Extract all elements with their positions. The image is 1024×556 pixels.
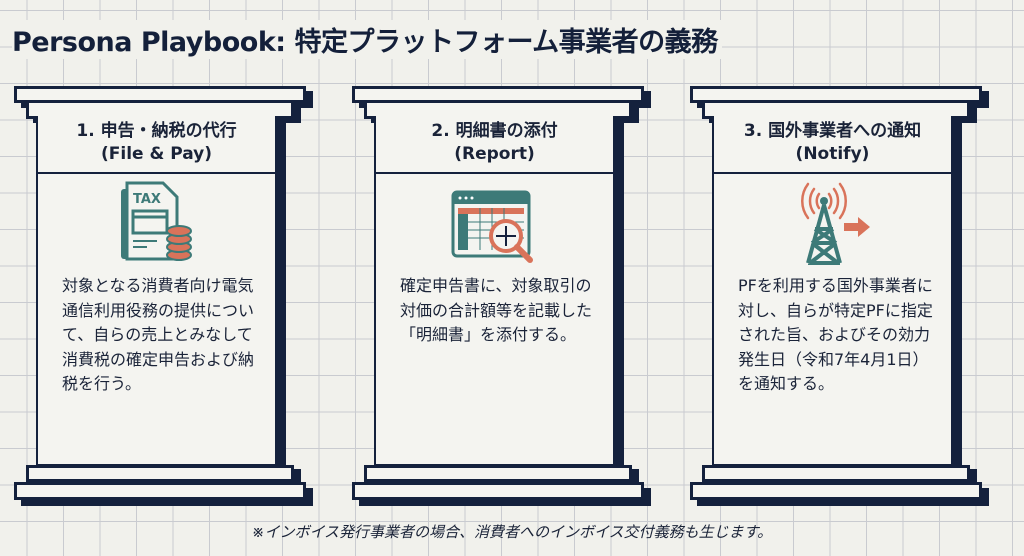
pillar-subtitle: (Notify) [795, 144, 870, 164]
pillar-shaft: 1. 申告・納税の代行 (File & Pay) TAX 対象となる消費者向け電… [36, 116, 286, 466]
pillar-description: 対象となる消費者向け電気通信利用役務の提供について、自らの売上とみなして消費税の… [62, 276, 255, 393]
footnote: ※インボイス発行事業者の場合、消費者へのインボイス交付義務も生じます。 [251, 523, 773, 541]
page-title: Persona Playbook: 特定プラットフォーム事業者の義務 [12, 20, 722, 59]
pillar-description: PFを利用する国外事業者に対し、自らが特定PFに指定された旨、およびその効力発生… [738, 276, 933, 393]
pillar-shaft: 2. 明細書の添付 (Report) 確定申告書に、対象取引の対価の合計額等を記… [374, 116, 624, 466]
pillar-base-upper [26, 465, 294, 482]
pillar-shaft: 3. 国外事業者への通知 (Notify) PFを利用する国外事業者に対し、自ら… [712, 116, 962, 466]
pillar-description: 確定申告書に、対象取引の対価の合計額等を記載した「明細書」を添付する。 [400, 276, 593, 344]
pillar-heading: 1. 申告・納税の代行 (File & Pay) [38, 116, 275, 174]
pillar-notify: 3. 国外事業者への通知 (Notify) PFを利用する国外事業者に対し、自ら… [690, 86, 990, 506]
pillar-base-lower [352, 482, 644, 500]
pillar-base-lower [690, 482, 982, 500]
tax-label: TAX [133, 192, 161, 207]
tax-document-coins-icon: TAX [38, 174, 275, 274]
pillar-cap [352, 86, 644, 103]
pillar-base-lower [14, 482, 306, 500]
pillar-cap [690, 86, 982, 103]
pillar-subtitle: (Report) [454, 144, 535, 164]
pillar-title: 1. 申告・納税の代行 [76, 121, 237, 141]
pillar-title: 3. 国外事業者への通知 [743, 121, 922, 141]
pillar-heading: 3. 国外事業者への通知 (Notify) [714, 116, 951, 174]
pillar-base-upper [702, 465, 970, 482]
pillar-title: 2. 明細書の添付 [431, 121, 558, 141]
pillar-cap [14, 86, 306, 103]
pillar-file-and-pay: 1. 申告・納税の代行 (File & Pay) TAX 対象となる消費者向け電… [14, 86, 314, 506]
pillar-report: 2. 明細書の添付 (Report) 確定申告書に、対象取引の対価の合計額等を記… [352, 86, 652, 506]
pillar-heading: 2. 明細書の添付 (Report) [376, 116, 613, 174]
pillar-base-upper [364, 465, 632, 482]
broadcast-tower-icon [714, 174, 951, 274]
spreadsheet-magnifier-icon [376, 174, 613, 274]
pillar-subtitle: (File & Pay) [100, 144, 213, 164]
